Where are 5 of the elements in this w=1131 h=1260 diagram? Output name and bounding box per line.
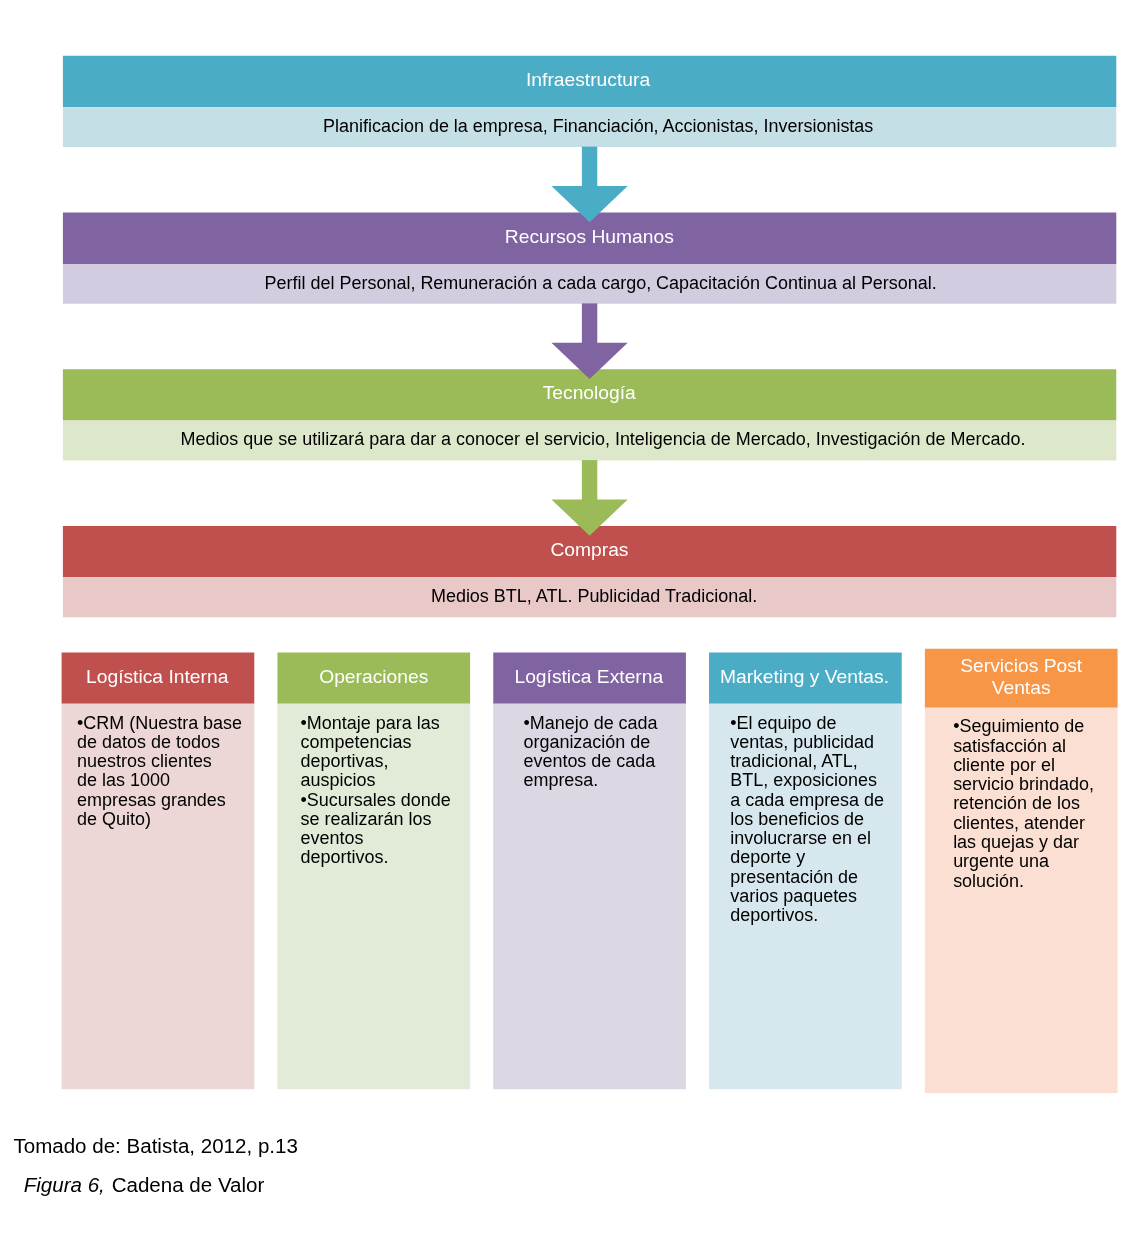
caption: Figura 6, Cadena de Valor — [23, 1172, 265, 1196]
arrow — [551, 146, 628, 223]
arrow — [551, 303, 628, 380]
arrow — [551, 460, 628, 536]
label: Tomado de: Batista, 2012, p.13 — [13, 1134, 298, 1158]
